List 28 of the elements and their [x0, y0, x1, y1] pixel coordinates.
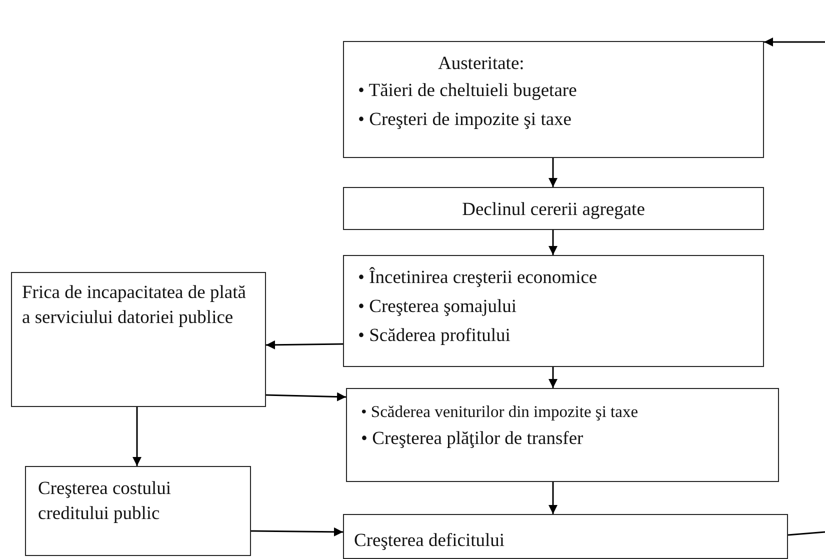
arrow: [764, 38, 825, 46]
bullet-item: • Creşterea şomajului: [358, 296, 518, 319]
process-box: [25, 466, 251, 556]
process-box: [343, 514, 788, 559]
box-text: Frica de incapacitatea de plată a serviciului datoriei publice: [22, 282, 247, 330]
bullet-item: • Tăieri de cheltuieli bugetare: [358, 80, 578, 103]
box-text: Creşterea deficitului: [354, 530, 506, 553]
box-text: Creşterea costului creditului public: [38, 478, 172, 526]
arrow: [548, 230, 558, 255]
bullet-item: • Scăderea veniturilor din impozite şi taxe: [361, 401, 640, 423]
process-box: [343, 41, 764, 158]
bullet-item: • Scăderea profitului: [358, 324, 512, 348]
bullet-item: • Creşteri de impozite şi taxe: [358, 108, 573, 132]
arrow: [548, 367, 558, 388]
box-heading: Austeritate:: [437, 53, 526, 76]
arrow: [251, 527, 343, 536]
arrow: [266, 340, 344, 350]
process-box: [11, 272, 266, 407]
process-box: [346, 388, 779, 482]
bullet-item: • Încetinirea creşterii economice: [358, 266, 598, 290]
arrow: [548, 158, 558, 187]
arrow: [132, 407, 142, 466]
arrow: [548, 482, 558, 514]
process-box: [343, 187, 764, 230]
box-text: Declinul cererii agregate: [461, 199, 646, 222]
arrow: [266, 392, 346, 402]
process-box: [343, 255, 764, 367]
bullet-item: • Creşterea plăţilor de transfer: [361, 428, 584, 452]
